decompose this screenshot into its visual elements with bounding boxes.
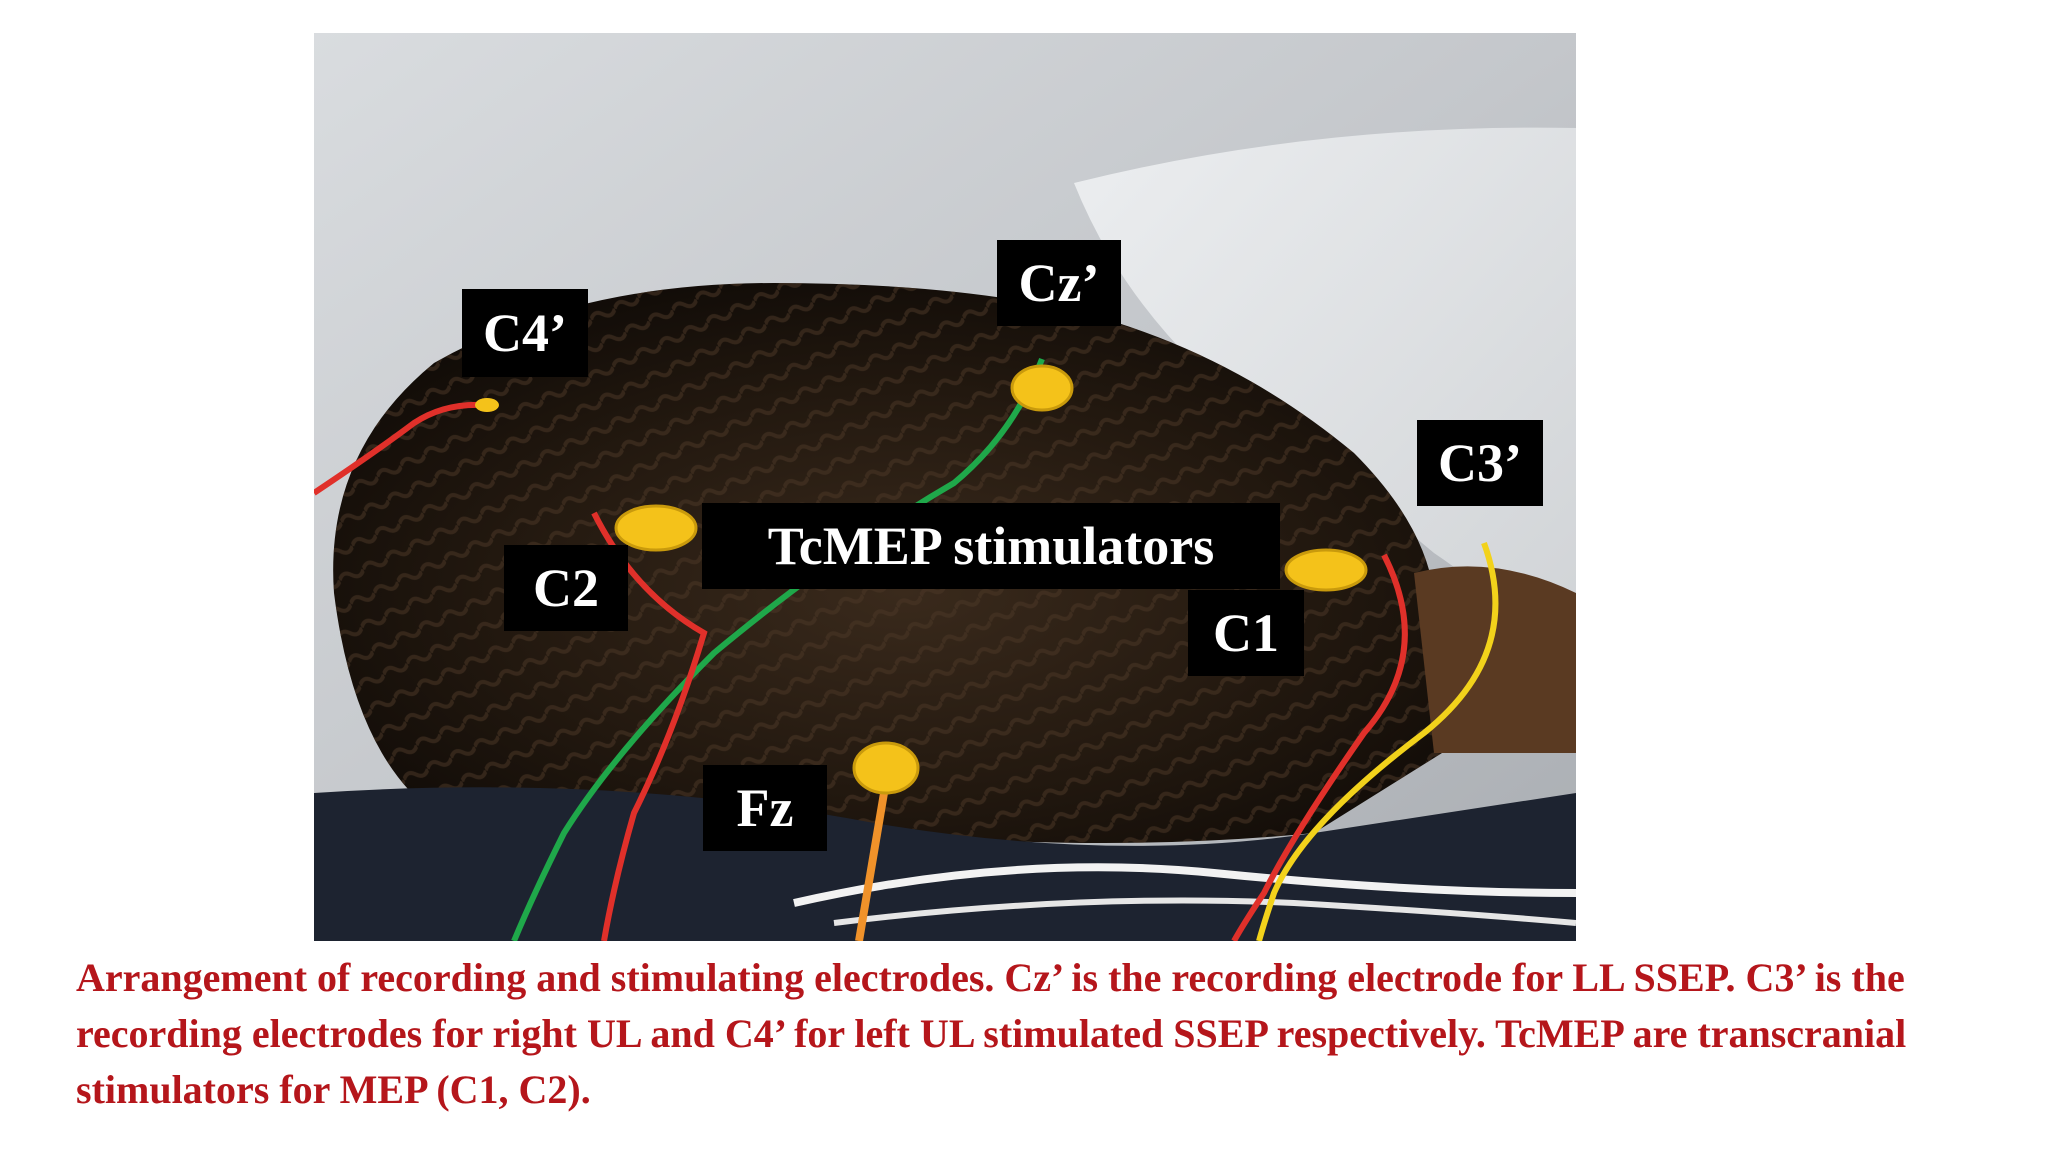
label-cz: Cz’ <box>997 240 1121 326</box>
red-wire-c4 <box>314 401 485 496</box>
scalp-electrode-photo <box>314 33 1576 941</box>
red-wire-c2 <box>591 511 708 941</box>
label-c2: C2 <box>504 545 628 631</box>
electrode-c1 <box>1284 548 1368 592</box>
label-fz: Fz <box>703 765 827 851</box>
electrode-c2 <box>614 504 698 552</box>
drape-right <box>1074 127 1576 674</box>
electrode-cz <box>1010 364 1074 412</box>
photo-illustration <box>314 33 1576 941</box>
white-cable <box>793 863 1576 907</box>
electrode-fz <box>852 741 920 795</box>
electrode-c4 <box>475 398 499 412</box>
white-cable <box>833 897 1576 926</box>
red-wire-c1 <box>1231 553 1408 941</box>
label-c3: C3’ <box>1417 420 1543 506</box>
label-c4: C4’ <box>462 289 588 377</box>
label-tcmep: TcMEP stimulators <box>702 503 1280 589</box>
yellow-wire-c3 <box>1256 541 1499 941</box>
figure-caption: Arrangement of recording and stimulating… <box>76 955 1907 1112</box>
green-wire-cz <box>511 357 1045 941</box>
label-c1: C1 <box>1188 590 1304 676</box>
orange-wire-fz <box>855 792 888 941</box>
